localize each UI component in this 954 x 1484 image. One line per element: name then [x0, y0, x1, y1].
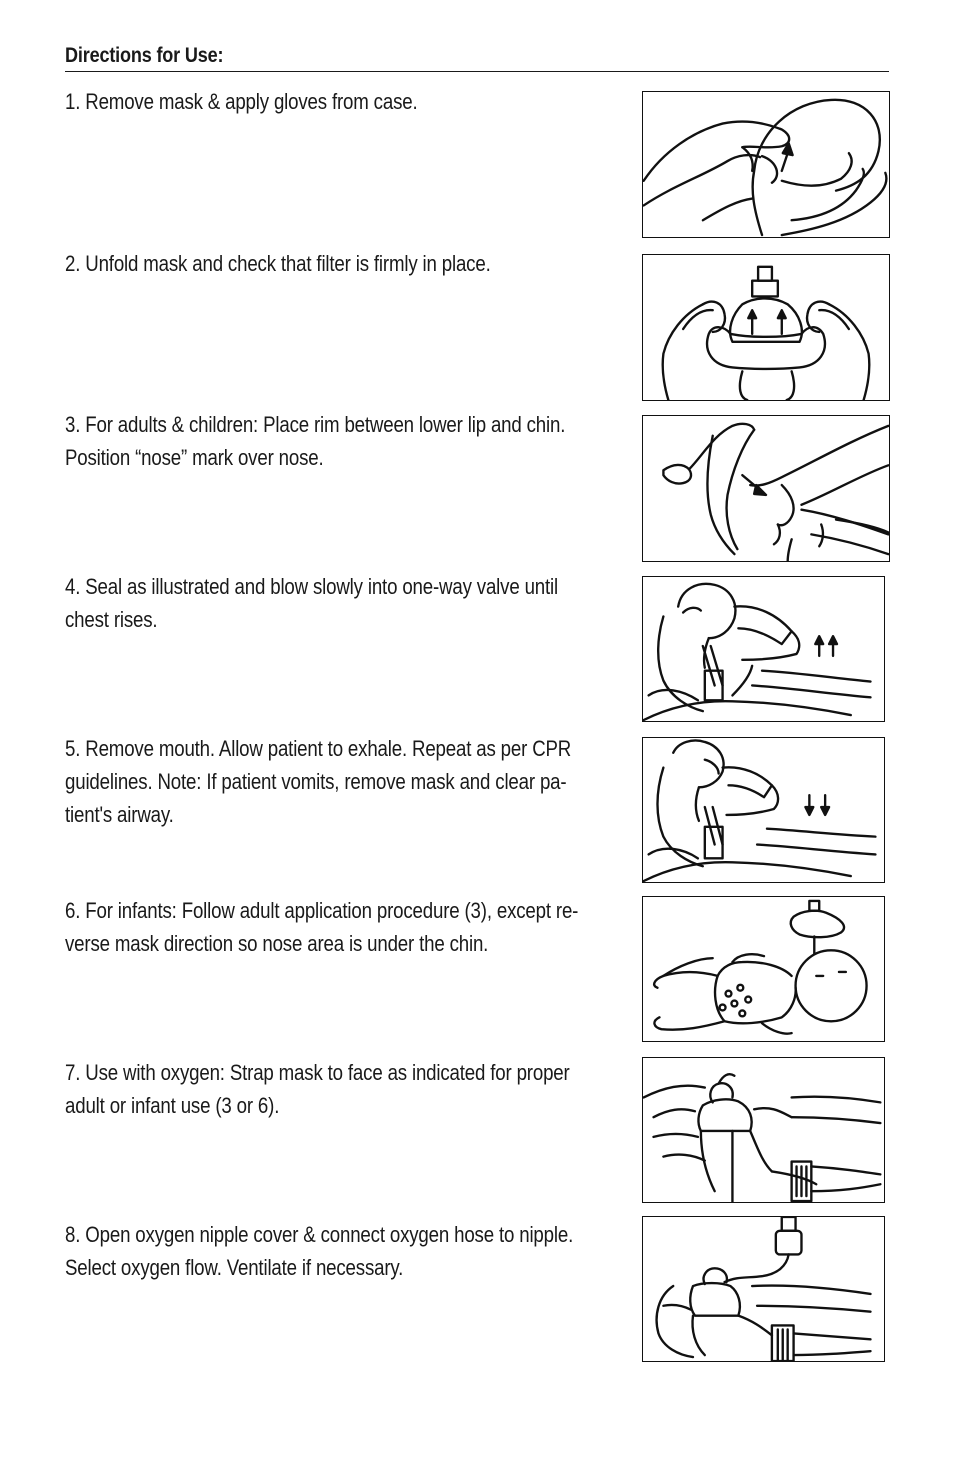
step-5-text: 5. Remove mouth. Allow patient to exhale… — [65, 736, 572, 827]
patient-exhaling-chest-falls-illustration — [642, 737, 885, 883]
unfolding-mask-illustration — [642, 254, 890, 401]
step-2-text: 2. Unfold mask and check that filter is … — [65, 251, 491, 276]
rescuer-blowing-chest-rises-illustration — [642, 576, 885, 722]
placing-mask-on-face-illustration — [642, 415, 890, 562]
step-1-text: 1. Remove mask & apply gloves from case. — [65, 89, 418, 114]
hands-removing-mask-illustration — [642, 91, 890, 238]
infant-mask-illustration — [642, 896, 885, 1042]
step-3-text: 3. For adults & children: Place rim betw… — [65, 412, 566, 470]
heading-divider — [65, 71, 889, 72]
step-8-text: 8. Open oxygen nipple cover & connect ox… — [65, 1222, 574, 1280]
oxygen-hose-connected-illustration — [642, 1216, 885, 1362]
page-title: Directions for Use: — [65, 44, 224, 67]
strapping-mask-illustration — [642, 1057, 885, 1203]
step-7-text: 7. Use with oxygen: Strap mask to face a… — [65, 1060, 570, 1118]
step-6-text: 6. For infants: Follow adult application… — [65, 898, 579, 956]
step-4-text: 4. Seal as illustrated and blow slowly i… — [65, 574, 558, 632]
